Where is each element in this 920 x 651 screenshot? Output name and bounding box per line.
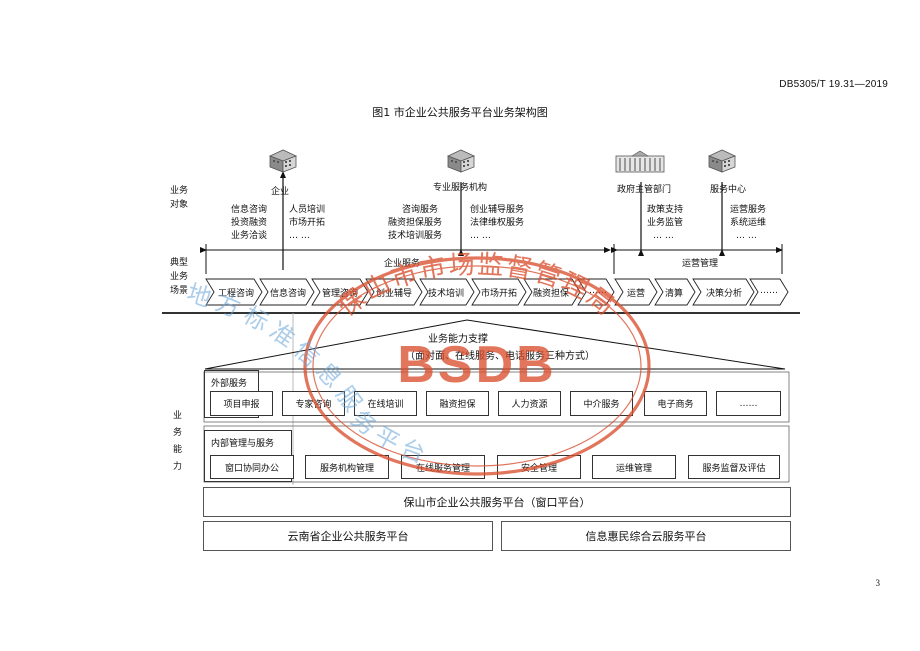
government-item: … … [653,231,674,241]
support-subtitle: （面对面、在线服务、电话服务三种方式） [405,351,595,362]
external-item: 电子商务 [644,391,707,416]
row-label-capability-line4: 力 [173,462,183,472]
external-item: 在线培训 [354,391,417,416]
internal-item: 窗口协同办公 [210,455,294,479]
enterprise-name: 企业 [271,187,290,197]
enterprise-item: 人员培训 [289,205,326,215]
chevron-12 [749,278,789,306]
internal-label: 内部管理与服务 [211,439,275,449]
enterprise-item: … … [289,231,310,241]
enterprise-service-label: 企业服务 [384,259,421,269]
agency-building-icon [446,149,476,173]
chevron-label: 管理咨询 [321,289,359,299]
government-item: 业务监管 [647,218,684,228]
enterprise-col2: 人员培训 市场开拓 … … [289,204,325,243]
chevron-label: 技术培训 [427,289,465,299]
province-platform-box: 云南省企业公共服务平台 [203,521,493,551]
internal-item: 服务监督及评估 [688,455,780,479]
service-center-building-icon [707,149,737,173]
external-item: 专家咨询 [282,391,345,416]
operation-mgmt-label: 运营管理 [682,259,719,269]
government-name: 政府主管部门 [617,185,672,195]
row-label-objects-line2: 对象 [170,200,189,210]
internal-item: 在线服务管理 [401,455,485,479]
chevron-label: 信息咨询 [269,289,307,299]
document-code: DB5305/T 19.31—2019 [779,79,888,90]
row-label-scenes-line3: 场景 [170,286,189,296]
service-center-item: 运营服务 [730,205,767,215]
government-building-icon [615,150,665,173]
service-center-name: 服务中心 [710,185,747,195]
chevron-1 [205,278,263,306]
external-item: 融资担保 [426,391,489,416]
agency-name: 专业服务机构 [433,183,488,193]
agency-item: 创业辅导服务 [470,205,525,215]
chevron-label: 市场开拓 [480,289,518,299]
page-number: 3 [875,578,881,588]
chevron-10 [654,278,696,306]
row-label-capability-line2: 务 [173,428,183,438]
figure-title: 图1 市企业公共服务平台业务架构图 [372,106,548,119]
chevron-label: …… [589,286,607,296]
enterprise-col1: 信息咨询 投资融资 业务洽谈 [231,204,267,243]
row-label-capability-line1: 业 [173,411,183,421]
internal-item: 运维管理 [592,455,676,479]
external-item: 项目申报 [210,391,273,416]
city-platform-box: 保山市企业公共服务平台（窗口平台） [203,487,791,517]
external-label: 外部服务 [211,379,248,389]
internal-item: 服务机构管理 [305,455,389,479]
external-item: 中介服务 [570,391,633,416]
chevron-11 [692,278,755,306]
government-col1: 政策支持 业务监管 … … [647,204,683,243]
enterprise-item: 投资融资 [231,218,268,228]
row-label-scenes: 典型 业务 场景 [170,256,188,298]
agency-item: 融资担保服务 [388,218,443,228]
external-item: 人力资源 [498,391,561,416]
chevron-label: 运营 [626,289,646,299]
row-label-objects-line1: 业务 [170,186,189,196]
government-item: 政策支持 [647,205,684,215]
chevron-label: …… [760,286,778,296]
agency-item: 技术培训服务 [388,231,443,241]
chevron-label: 清算 [664,289,684,299]
service-center-item: … … [736,231,757,241]
agency-col2: 创业辅导服务 法律维权服务 … … [470,204,524,243]
enterprise-building-icon [268,149,298,173]
external-item: …… [716,391,781,416]
support-title: 业务能力支撑 [428,334,488,345]
enterprise-item: 信息咨询 [231,205,268,215]
agency-col1: 咨询服务 融资担保服务 技术培训服务 [388,204,442,243]
row-label-scenes-line2: 业务 [170,272,189,282]
row-label-scenes-line1: 典型 [170,258,189,268]
row-label-capability-line3: 能 [173,445,183,455]
enterprise-item: 业务洽谈 [231,231,268,241]
service-center-item: 系统运维 [730,218,767,228]
agency-item: … … [470,231,491,241]
row-label-objects: 业务 对象 [170,184,188,212]
service-center-col1: 运营服务 系统运维 … … [730,204,766,243]
cloud-platform-box: 信息惠民综合云服务平台 [501,521,791,551]
agency-item: 咨询服务 [402,205,439,215]
chevron-label: 决策分析 [705,289,743,299]
chevron-label: 工程咨询 [217,289,255,299]
agency-item: 法律维权服务 [470,218,525,228]
enterprise-item: 市场开拓 [289,218,326,228]
row-label-capability: 业 务 能 力 [173,408,182,476]
chevron-label: 融资担保 [532,289,570,299]
internal-item: 安全管理 [497,455,581,479]
chevron-label: 创业辅导 [375,289,413,299]
